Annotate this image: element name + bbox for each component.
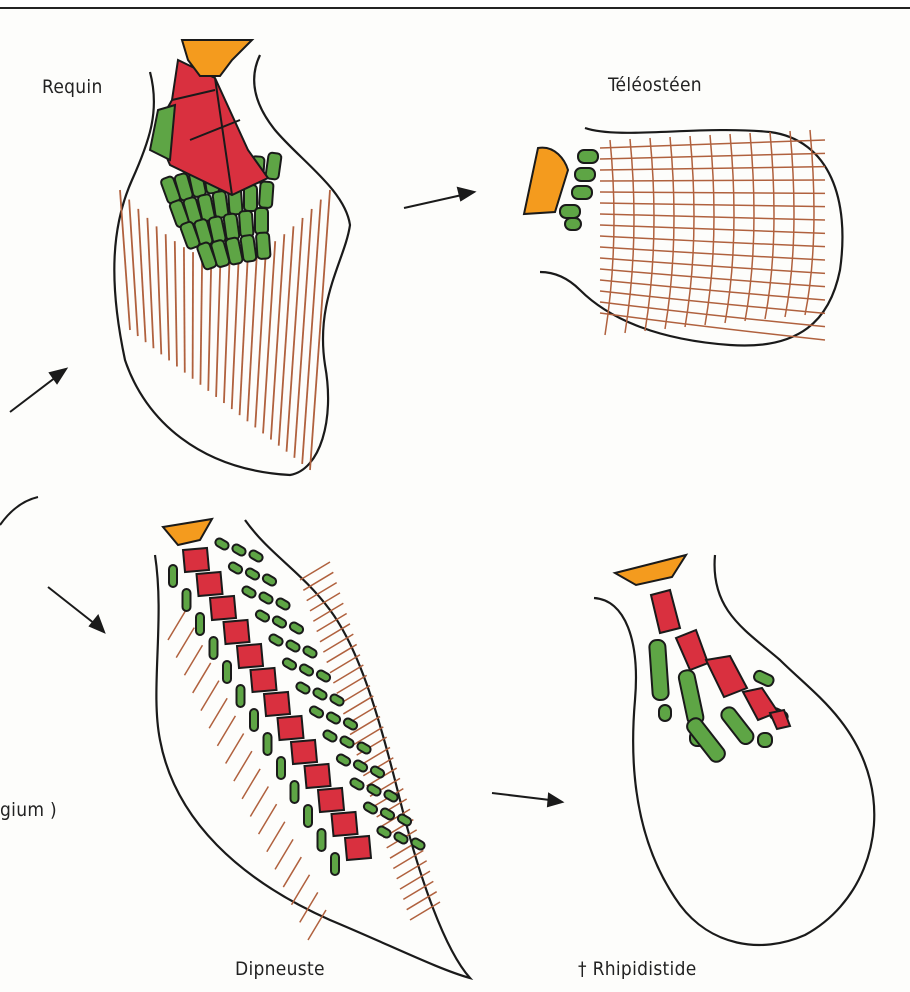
lungfish-girdle — [163, 519, 212, 545]
lungfish-fin — [155, 519, 470, 978]
rhipidistian-girdle — [615, 555, 686, 585]
arrow-to-teleosteen — [404, 188, 474, 208]
shark-basal-cartilages — [150, 60, 268, 195]
teleost-fin — [524, 128, 842, 346]
shark-fin — [114, 40, 350, 475]
arrow-to-requin — [10, 369, 66, 412]
label-dipneuste: Dipneuste — [235, 958, 325, 980]
rhipidistian-fin — [594, 555, 874, 945]
label-requin: Requin — [42, 76, 103, 98]
label-rhipidistide: † Rhipidistide — [578, 958, 697, 980]
rhipidistian-axis-bones — [651, 590, 790, 729]
teleost-girdle — [524, 148, 568, 214]
partial-left-outline — [0, 497, 38, 525]
arrow-to-dipneuste — [48, 587, 104, 632]
arrow-to-rhipidistide — [492, 793, 562, 806]
teleost-lepidotrichia — [600, 130, 825, 340]
label-partial-left: gium ) — [0, 799, 57, 821]
label-teleosteen: Téléostéen — [608, 74, 702, 96]
rhipidistian-fin-outline — [594, 555, 874, 945]
